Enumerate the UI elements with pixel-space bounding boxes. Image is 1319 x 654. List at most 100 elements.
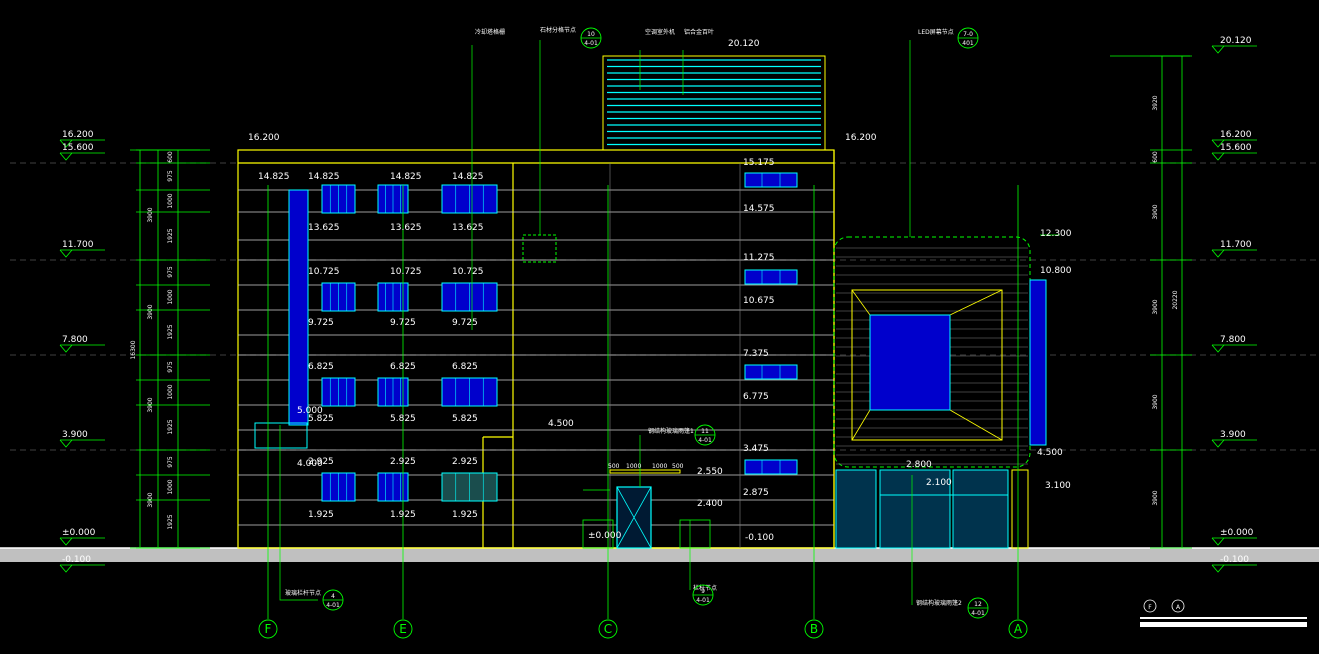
led-top-elevation: 12.300 (1040, 229, 1072, 239)
stair-window-top: 15.175 (743, 158, 775, 168)
callout-number: 4 (331, 593, 335, 600)
facade-floor-lines (238, 189, 834, 526)
window-bottom-elevation: 9.725 (308, 318, 334, 328)
window-top-elevation: 14.825 (452, 172, 484, 182)
stair-window-bottom: 2.875 (743, 488, 769, 498)
door-dimension: 1000 (626, 463, 641, 470)
callout-sheet: 401 (962, 40, 974, 47)
left-dimension-inner: 1000 (167, 289, 174, 304)
right-dimension: 3900 (1152, 204, 1159, 219)
callout-sheet: 4-01 (326, 602, 340, 609)
right-dimension: 600 (1152, 151, 1159, 163)
callout-number: 7-0 (963, 31, 973, 38)
label-stone-detail: 石材分格节点 (540, 26, 576, 34)
canopy-elevation: 3.100 (1045, 481, 1071, 491)
stair-window (744, 364, 798, 380)
elevation-triangle (59, 564, 73, 573)
window-bottom-elevation: 1.925 (308, 510, 334, 520)
callout-sheet: 4-01 (698, 437, 712, 444)
left-dimension-inner: 975 (167, 361, 174, 373)
stair-window (744, 459, 798, 475)
right-elevation-mark: ±0.000 (1220, 528, 1254, 538)
axis-label-B: B (810, 622, 818, 636)
right-dimension: 3900 (1152, 299, 1159, 314)
elevation-triangle (1211, 249, 1225, 258)
right-elevation-mark: -0.100 (1220, 555, 1249, 565)
right-elevation-mark: 20.120 (1220, 36, 1252, 46)
axis-label-E: E (399, 622, 407, 636)
door-elevation-zero: ±0.000 (588, 531, 622, 541)
left-dimension-outer: 3900 (147, 207, 154, 222)
label-ac-units: 空调室外机 (645, 28, 675, 36)
right-elevation-mark: 3.900 (1220, 430, 1246, 440)
left-dimension-chains (130, 149, 200, 549)
window-top-elevation: 6.825 (308, 362, 334, 372)
led-bottom-elevation: 4.500 (1037, 448, 1063, 458)
elevation-triangle (1211, 439, 1225, 448)
window-top-elevation: 14.825 (308, 172, 340, 182)
callout-number: 11 (701, 428, 709, 435)
right-dimension: 3900 (1152, 490, 1159, 505)
stair-window-bottom: 6.775 (743, 392, 769, 402)
window-bottom-elevation: 9.725 (452, 318, 478, 328)
left-dimension-inner: 1000 (167, 479, 174, 494)
axis-label-A: A (1014, 622, 1023, 636)
window-bottom-elevation: 5.825 (308, 414, 334, 424)
window-bottom-elevation: 13.625 (390, 223, 422, 233)
entrance-door (582, 469, 711, 549)
door-elevation-2550: 2.550 (697, 467, 723, 477)
elevation-triangle (1211, 537, 1225, 546)
window-bottom-elevation: 1.925 (390, 510, 416, 520)
label-rail: 栏杆节点 (693, 584, 717, 592)
stair-window-top: 11.275 (743, 253, 775, 263)
right-elevation-mark: 7.800 (1220, 335, 1246, 345)
window-top-elevation: 10.725 (308, 267, 340, 277)
elevation-triangle (1211, 45, 1225, 54)
window-top-elevation: 2.925 (308, 457, 334, 467)
left-window-4: 4.000 (297, 459, 323, 469)
ground-band (0, 548, 1319, 562)
axis-label-C: C (604, 622, 612, 636)
window-bottom-elevation: 1.925 (452, 510, 478, 520)
axis-label-F: F (265, 622, 272, 636)
left-dimension-inner: 1925 (167, 514, 174, 529)
left-total-dimension: 16300 (130, 340, 137, 359)
label-led-detail: LED屏幕节点 (918, 28, 954, 36)
left-dimension-inner: 1925 (167, 419, 174, 434)
elevation-triangle (59, 139, 73, 148)
led-elevation-2100: 2.100 (926, 478, 952, 488)
callout-number: 9 (701, 588, 705, 595)
callout-sheet: 4-01 (696, 597, 710, 604)
led-elevation-2800: 2.800 (906, 460, 932, 470)
stone-detail-box (522, 234, 557, 263)
roof-louver (602, 55, 826, 151)
window-top-elevation: 6.825 (452, 362, 478, 372)
axis-bubble (1008, 619, 1028, 639)
left-window-top: 14.825 (258, 172, 290, 182)
label-canopy-1: 钢结构玻璃雨篷1 (648, 427, 694, 435)
door-elevation-neg: -0.100 (745, 533, 774, 543)
axis-bubble (804, 619, 824, 639)
label-louver: 铝合金百叶 (684, 28, 714, 36)
left-elevation-mark: 11.700 (62, 240, 94, 250)
left-dimension-inner: 975 (167, 170, 174, 182)
callout-sheet: 4-01 (971, 610, 985, 617)
right-dimension: 3900 (1152, 394, 1159, 409)
window-top-elevation: 2.925 (390, 457, 416, 467)
door-elevation-2400: 2.400 (697, 499, 723, 509)
stair-window-bottom: 10.675 (743, 296, 775, 306)
left-elevation-mark: 7.800 (62, 335, 88, 345)
window-bottom-elevation: 5.825 (390, 414, 416, 424)
label-glass-rail: 玻璃栏杆节点 (285, 589, 321, 597)
elevation-triangle (59, 152, 73, 161)
window-top-elevation: 10.725 (390, 267, 422, 277)
door-dimension: 500 (672, 463, 684, 470)
legend-axis-label: A (1176, 604, 1181, 611)
elevation-triangle (1211, 152, 1225, 161)
roof-top-elevation: 20.120 (728, 39, 760, 49)
left-dimension-outer: 3900 (147, 492, 154, 507)
left-dimension-inner: 975 (167, 456, 174, 468)
callout-number: 10 (587, 31, 595, 38)
axis-bubble (393, 619, 413, 639)
left-elevation-mark: ±0.000 (62, 528, 96, 538)
